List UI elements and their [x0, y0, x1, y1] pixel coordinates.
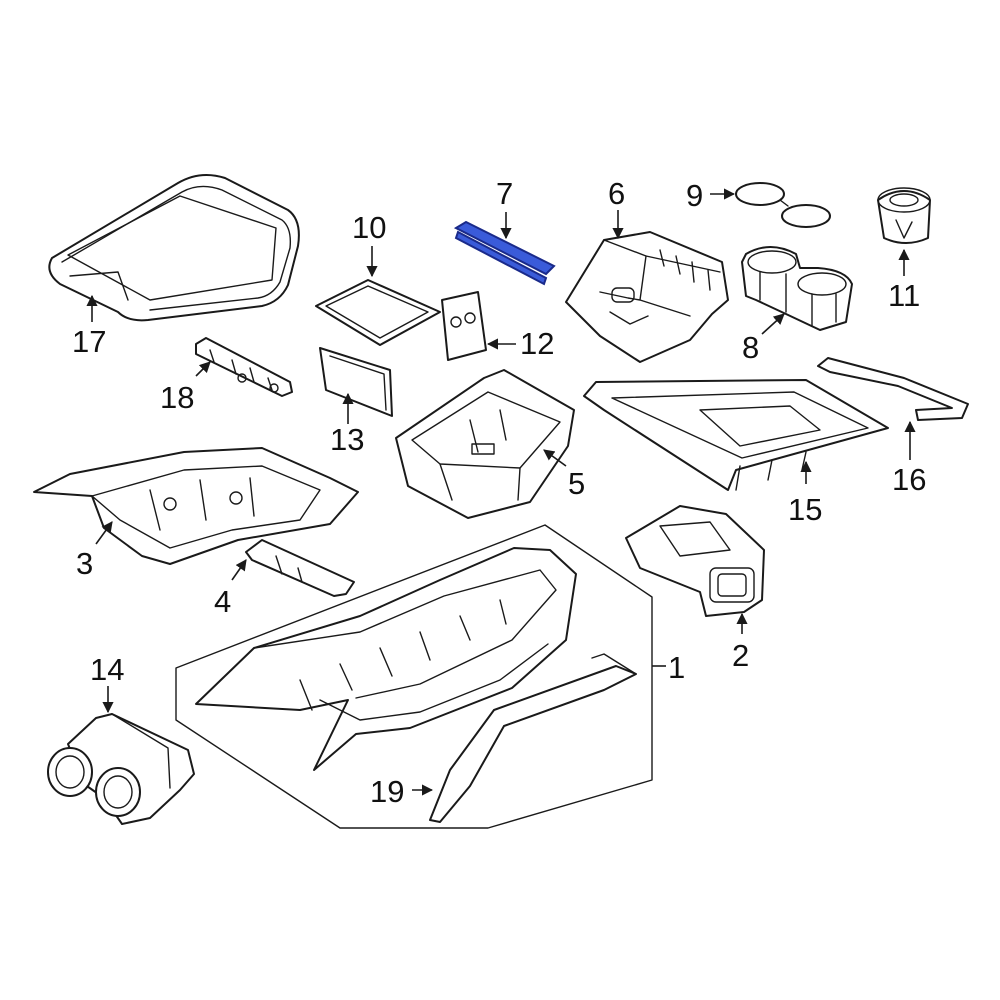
- callout-16: 16: [892, 462, 926, 497]
- leader-18: [195, 361, 211, 377]
- part-14-air-duct[interactable]: [47, 713, 195, 825]
- part-12-bracket[interactable]: [441, 291, 487, 361]
- callout-11: 11: [888, 278, 920, 313]
- callout-19: 19: [370, 774, 404, 809]
- callout-8: 8: [742, 330, 759, 365]
- leader-5: [543, 449, 567, 467]
- part-9-cup-insert[interactable]: [735, 182, 831, 228]
- callout-18: 18: [160, 380, 194, 415]
- part-1-group-outline: [175, 524, 653, 829]
- part-13-panel[interactable]: [319, 347, 393, 417]
- callout-17: 17: [72, 324, 106, 359]
- leader-8: [761, 313, 785, 335]
- callout-13: 13: [330, 422, 364, 457]
- part-19-side-panel[interactable]: [429, 653, 637, 823]
- part-17-armrest-lid[interactable]: [48, 173, 300, 322]
- callout-4: 4: [214, 584, 231, 619]
- callout-6: 6: [608, 176, 625, 211]
- part-8-cup-holder[interactable]: [741, 246, 853, 331]
- part-18-latch[interactable]: [195, 337, 293, 397]
- part-7-trim-strip[interactable]: [453, 220, 556, 286]
- part-10-tray-mat[interactable]: [315, 279, 441, 346]
- callout-7: 7: [496, 176, 513, 211]
- part-2-rear-bezel[interactable]: [625, 505, 765, 617]
- callout-3: 3: [76, 546, 93, 581]
- part-16-trim-strip[interactable]: [817, 357, 969, 421]
- callout-1: 1: [668, 650, 685, 685]
- leader-4: [231, 559, 247, 581]
- part-15-console-trim[interactable]: [583, 379, 889, 491]
- callout-9: 9: [686, 178, 703, 213]
- part-11-power-outlet[interactable]: [877, 187, 931, 244]
- part-4-side-trim[interactable]: [245, 539, 355, 597]
- callout-15: 15: [788, 492, 822, 527]
- leader-3: [95, 521, 113, 545]
- callout-5: 5: [568, 466, 585, 501]
- part-5-storage-bin[interactable]: [395, 369, 575, 519]
- callout-2: 2: [732, 638, 749, 673]
- part-6-shifter-housing[interactable]: [565, 231, 729, 363]
- part-1-console-body[interactable]: [195, 547, 577, 771]
- callout-12: 12: [520, 326, 554, 361]
- callout-10: 10: [352, 210, 386, 245]
- callout-14: 14: [90, 652, 124, 687]
